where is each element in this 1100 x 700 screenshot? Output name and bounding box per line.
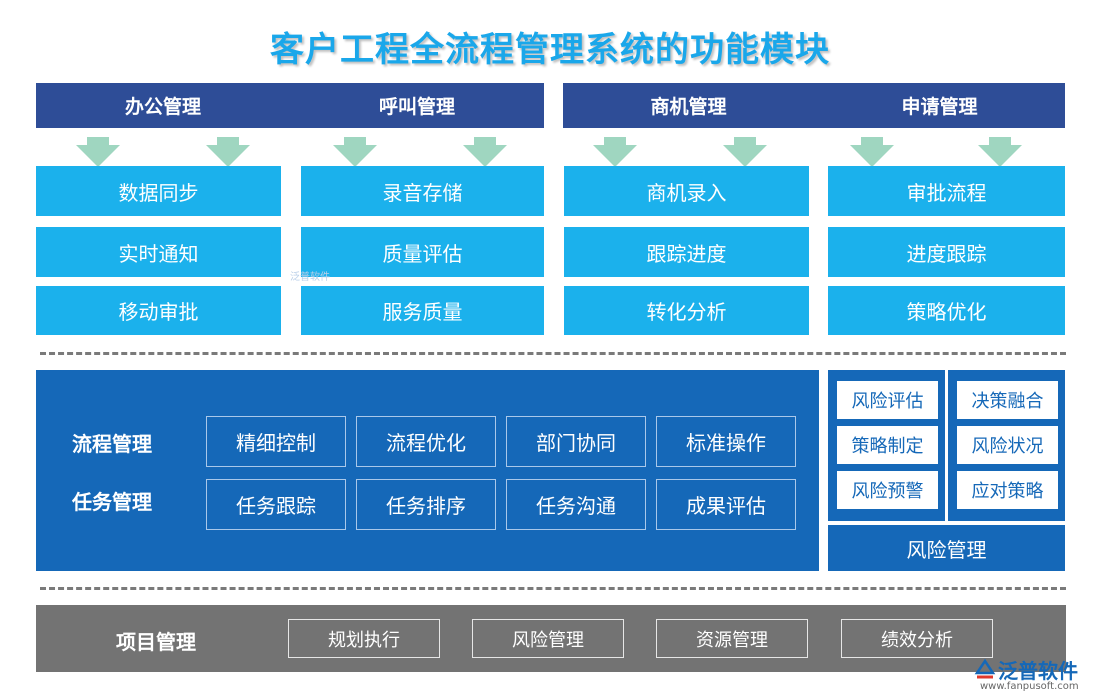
opportunity-item-3: 转化分析 [564, 286, 809, 335]
down-arrow-stem [734, 137, 756, 145]
header-bar-left: 办公管理 呼叫管理 [36, 83, 544, 128]
down-arrow-stem [87, 137, 109, 145]
down-arrow-stem [989, 137, 1011, 145]
task-item-4: 成果评估 [656, 479, 796, 530]
down-arrow-stem [344, 137, 366, 145]
response-strategy-tile: 应对策略 [957, 471, 1058, 509]
opportunity-item-2: 跟踪进度 [564, 227, 809, 277]
process-item-2: 流程优化 [356, 416, 496, 467]
project-panel [36, 605, 1066, 672]
risk-assessment-tile: 风险评估 [837, 381, 938, 419]
application-item-2: 进度跟踪 [828, 227, 1065, 277]
down-arrow-icon [333, 145, 377, 167]
task-item-2: 任务排序 [356, 479, 496, 530]
brand-logo: 泛普软件 www.fanpusoft.com [974, 655, 1094, 697]
process-item-3: 部门协同 [506, 416, 646, 467]
strategy-formulation-tile: 策略制定 [837, 426, 938, 464]
process-task-panel [36, 370, 819, 571]
task-item-1: 任务跟踪 [206, 479, 346, 530]
opportunity-item-1: 商机录入 [564, 166, 809, 216]
down-arrow-icon [850, 145, 894, 167]
divider-1 [40, 352, 1066, 355]
project-item-1: 规划执行 [288, 619, 440, 658]
divider-2 [40, 587, 1066, 590]
application-item-3: 策略优化 [828, 286, 1065, 335]
process-item-4: 标准操作 [656, 416, 796, 467]
down-arrow-icon [593, 145, 637, 167]
process-label: 流程管理 [72, 432, 152, 456]
risk-warning-tile: 风险预警 [837, 471, 938, 509]
task-item-3: 任务沟通 [506, 479, 646, 530]
call-item-2: 质量评估 [301, 227, 544, 277]
task-label: 任务管理 [72, 490, 152, 514]
header-bar-right: 商机管理 申请管理 [563, 83, 1065, 128]
header-office: 办公管理 [124, 96, 201, 118]
project-item-2: 风险管理 [472, 619, 624, 658]
down-arrow-stem [604, 137, 626, 145]
risk-status-tile: 风险状况 [957, 426, 1058, 464]
call-item-3: 服务质量 [301, 286, 544, 335]
header-application: 申请管理 [901, 96, 978, 118]
down-arrow-stem [217, 137, 239, 145]
process-item-1: 精细控制 [206, 416, 346, 467]
down-arrow-icon [206, 145, 250, 167]
down-arrow-icon [978, 145, 1022, 167]
down-arrow-icon [76, 145, 120, 167]
header-opportunity: 商机管理 [650, 96, 727, 118]
office-item-1: 数据同步 [36, 166, 281, 216]
watermark: 泛普软件 [290, 272, 330, 283]
logo-url: www.fanpusoft.com [980, 681, 1079, 692]
application-item-1: 审批流程 [828, 166, 1065, 216]
office-item-3: 移动审批 [36, 286, 281, 335]
project-item-3: 资源管理 [656, 619, 808, 658]
header-call: 呼叫管理 [378, 96, 455, 118]
decision-fusion-tile: 决策融合 [957, 381, 1058, 419]
risk-management-title: 风险管理 [828, 525, 1065, 571]
down-arrow-stem [861, 137, 883, 145]
call-item-1: 录音存储 [301, 166, 544, 216]
fanpu-logo-icon [974, 658, 996, 679]
page-title: 客户工程全流程管理系统的功能模块 [270, 30, 830, 70]
down-arrow-icon [463, 145, 507, 167]
project-item-4: 绩效分析 [841, 619, 993, 658]
down-arrow-stem [474, 137, 496, 145]
logo-name: 泛普软件 [998, 659, 1078, 683]
project-label: 项目管理 [116, 630, 196, 654]
down-arrow-icon [723, 145, 767, 167]
office-item-2: 实时通知 [36, 227, 281, 277]
